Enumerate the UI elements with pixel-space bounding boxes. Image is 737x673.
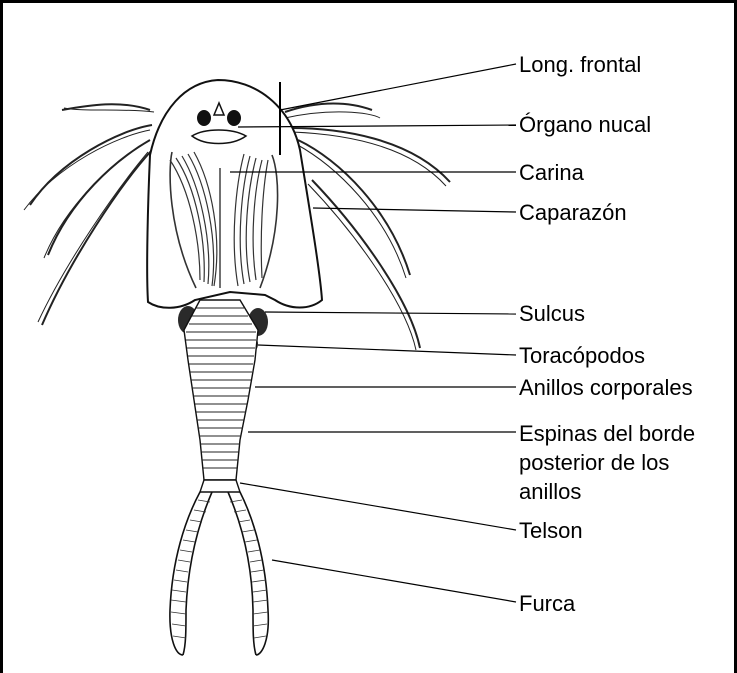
label-caparazon: Caparazón [519,200,627,225]
label-espinas-line2: posterior de los [519,450,669,475]
label-sulcus: Sulcus [519,301,585,326]
animal-illustration [24,80,450,655]
label-espinas-line3: anillos [519,479,581,504]
body-rings [184,300,258,480]
left-antennae [24,104,154,325]
telson [200,480,240,492]
label-long-frontal: Long. frontal [519,52,641,77]
furca [170,492,268,655]
label-espinas-line1: Espinas del borde [519,421,695,446]
label-carina: Carina [519,160,585,185]
ring-segments [186,308,256,468]
label-organo-nucal: Órgano nucal [519,112,651,137]
label-furca: Furca [519,591,576,616]
labels: Long. frontal Órgano nucal Carina Capara… [519,52,695,616]
label-toracopodos: Toracópodos [519,343,645,368]
label-anillos-corporales: Anillos corporales [519,375,693,400]
label-telson: Telson [519,518,583,543]
